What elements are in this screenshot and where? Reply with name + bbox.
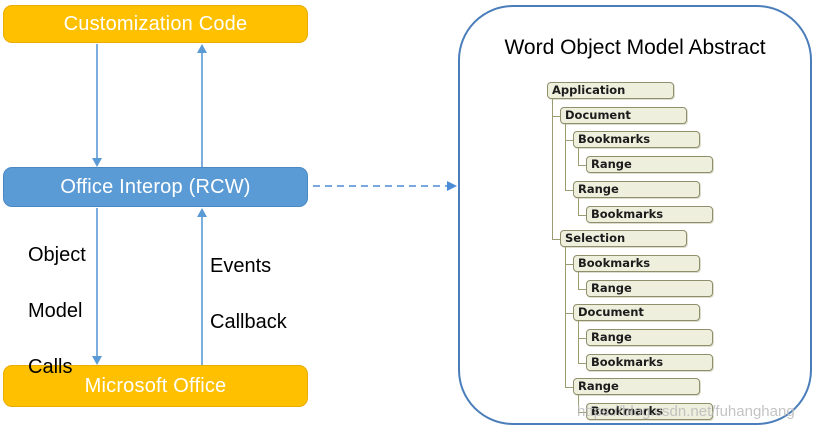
tree-connector [578, 198, 579, 215]
tree-connector [578, 395, 579, 412]
tree-connector [565, 387, 573, 388]
tree-connector [565, 313, 573, 314]
tree-connector [552, 116, 560, 117]
tree-connector [565, 190, 573, 191]
watermark-text: https://blog.csdn.net/fuhanghang [577, 403, 795, 420]
tree-connector [552, 239, 560, 240]
tree-connector [578, 272, 579, 289]
tree-node: Range [573, 181, 700, 198]
word-object-model-title: Word Object Model Abstract [504, 36, 766, 59]
tree-connector [578, 289, 586, 290]
tree-connector [578, 321, 579, 363]
tree-connector [578, 338, 586, 339]
tree-node: Bookmarks [586, 403, 713, 420]
tree-connector [565, 264, 573, 265]
tree-connector [578, 165, 586, 166]
tree-node: Application [547, 82, 674, 99]
object-model-calls-label: Object Model Calls [28, 244, 86, 378]
tree-node: Range [586, 280, 713, 297]
tree-node: Document [573, 304, 700, 321]
tree-connector [565, 140, 573, 141]
microsoft-office-label: Microsoft Office [84, 374, 227, 397]
tree-node: Range [586, 156, 713, 173]
tree-node: Range [573, 378, 700, 395]
tree-node: Bookmarks [573, 255, 700, 272]
tree-connector [578, 215, 586, 216]
tree-node: Bookmarks [586, 206, 713, 223]
tree-node: Range [586, 329, 713, 346]
tree-connector [578, 148, 579, 165]
tree-node: Selection [560, 230, 687, 247]
tree-node: Bookmarks [586, 354, 713, 371]
events-callback-label: Events Callback [210, 255, 287, 333]
tree-connector [578, 363, 586, 364]
office-interop-label: Office Interop (RCW) [60, 175, 251, 198]
tree-connector [565, 124, 566, 190]
tree-connector [565, 247, 566, 387]
tree-node: Bookmarks [573, 131, 700, 148]
microsoft-office-box: Microsoft Office [3, 365, 308, 407]
customization-code-label: Customization Code [63, 12, 248, 35]
tree-connector [578, 412, 586, 413]
tree-node: Document [560, 107, 687, 124]
office-interop-box: Office Interop (RCW) [3, 167, 308, 207]
tree-connector [552, 99, 553, 239]
customization-code-box: Customization Code [3, 5, 308, 43]
